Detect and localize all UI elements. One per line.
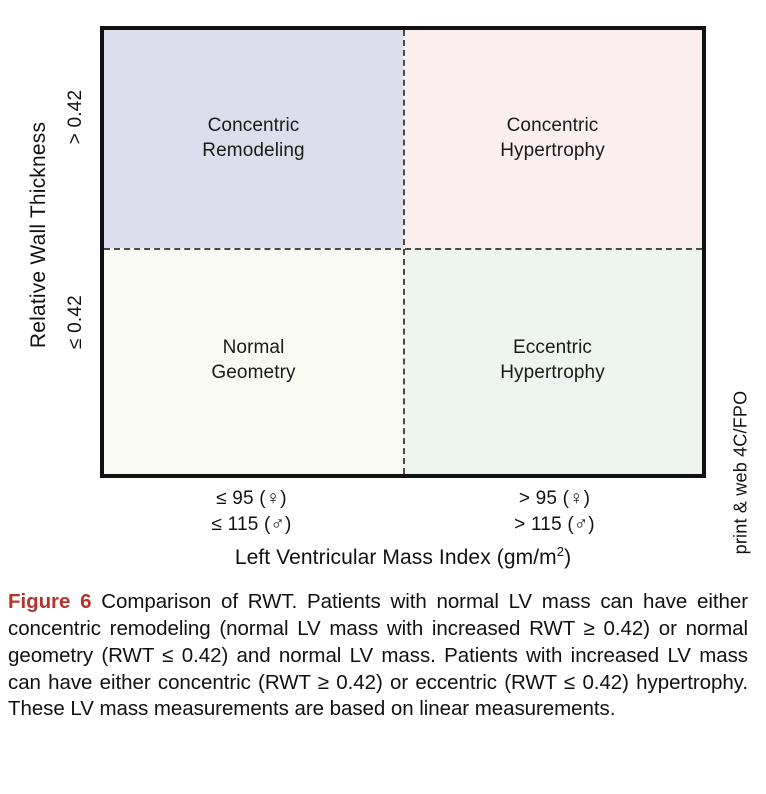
x-axis-tick-row: ≤ 95 (♀) ≤ 115 (♂) > 95 (♀) > 115 (♂) — [100, 486, 706, 537]
quadrant-label: Concentric Remodeling — [202, 115, 305, 161]
x-axis-tick-left: ≤ 95 (♀) ≤ 115 (♂) — [211, 488, 292, 535]
quadrant-normal-geometry: Normal Geometry — [104, 247, 403, 474]
quadrant-concentric-remodeling: Concentric Remodeling — [104, 30, 403, 248]
x-axis-tick-right: > 95 (♀) > 115 (♂) — [514, 488, 595, 535]
quadrant-eccentric-hypertrophy: Eccentric Hypertrophy — [403, 247, 702, 474]
y-axis-tick-lower: ≤ 0.42 — [65, 295, 86, 349]
figure-caption-label: Figure 6 — [8, 590, 92, 613]
plot-frame: Concentric Remodeling Concentric Hypertr… — [100, 26, 706, 478]
figure-panel: Concentric Remodeling Concentric Hypertr… — [27, 26, 751, 570]
divider-horizontal-dashed — [104, 247, 702, 250]
quadrant-label: Concentric Hypertrophy — [500, 115, 605, 161]
x-axis-title-text: Left Ventricular Mass Index (gm/m — [234, 546, 557, 569]
divider-vertical-dashed — [403, 30, 405, 474]
print-production-note: print & web 4C/FPO — [730, 390, 751, 555]
quadrant-concentric-hypertrophy: Concentric Hypertrophy — [403, 30, 702, 248]
quadrant-label: Normal Geometry — [211, 337, 296, 383]
y-axis-title: Relative Wall Thickness — [27, 121, 50, 349]
figure-caption: Figure 6 Comparison of RWT. Patients wit… — [8, 589, 748, 723]
x-axis-title-suffix: ) — [564, 546, 572, 569]
quadrant-label: Eccentric Hypertrophy — [500, 337, 605, 383]
x-axis-title-superscript: 2 — [556, 544, 565, 559]
y-axis-tick-upper: > 0.42 — [65, 89, 86, 145]
figure-caption-text: Comparison of RWT. Patients with normal … — [8, 590, 748, 721]
quadrant-grid: Concentric Remodeling Concentric Hypertr… — [104, 30, 702, 474]
x-axis-title: Left Ventricular Mass Index (gm/m2) — [100, 544, 706, 570]
